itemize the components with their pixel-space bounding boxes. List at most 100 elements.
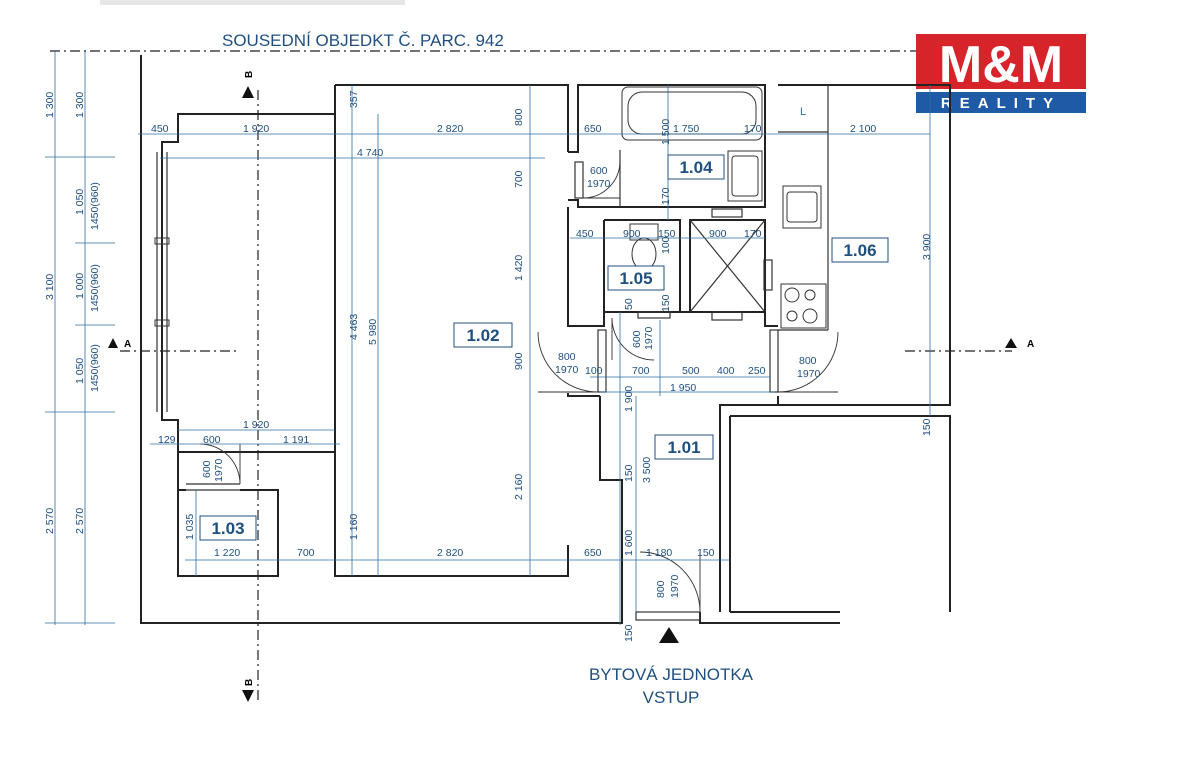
dim-1920b: 1 920 [243, 419, 269, 431]
dim-hall-1: 100 [585, 365, 603, 377]
door-1.02-h: 1970 [555, 364, 579, 376]
logo-subbrand: REALITY [941, 95, 1061, 112]
dim-bottom-4: 650 [584, 547, 602, 559]
dim-bottom-6: 150 [697, 547, 715, 559]
section-b-arrow-top [242, 86, 254, 98]
section-a-arrow-left [108, 338, 118, 348]
wc-toilet-tank [629, 223, 659, 241]
door-swing-1.06 [777, 331, 839, 393]
dim-v-3500: 3 500 [641, 457, 653, 483]
dim-wc-5: 170 [744, 228, 762, 240]
dim-v-150-wc: 150 [660, 294, 672, 312]
dim-hall-5: 250 [748, 365, 766, 377]
dim-v-170: 170 [660, 187, 672, 205]
dim-top-1: 450 [151, 123, 169, 135]
dim-bottom-1: 1 220 [214, 547, 240, 559]
room-1.04-walls [568, 84, 766, 208]
dim-v-1600: 1 600 [623, 530, 635, 556]
dim-window-2: 1450(960) [89, 264, 101, 312]
neighbor-label: SOUSEDNÍ OBJEDKT Č. PARC. 942 [222, 31, 504, 50]
shaft-cross-2 [689, 219, 766, 313]
section-a-arrow-right [1005, 338, 1017, 348]
kitchen-sink [782, 185, 822, 229]
dim-v-150-right: 150 [921, 418, 933, 436]
dim-left-inner-3: 1 000 [74, 273, 86, 299]
room-1.06-label: 1.06 [843, 241, 876, 260]
dim-v-5980: 5 980 [367, 319, 379, 345]
door-1.03-h: 1970 [213, 458, 225, 482]
room-1.02-walls-c [567, 207, 600, 327]
dim-v-150-hall: 150 [623, 464, 635, 482]
entrance-arrow [659, 627, 679, 643]
dim-top-4: 650 [584, 123, 602, 135]
dim-left-inner-4: 1 050 [74, 358, 86, 384]
dim-bottom-2: 700 [297, 547, 315, 559]
room-1.02-box [453, 322, 513, 348]
door-1.02-w: 800 [558, 351, 576, 363]
door-swing-1.04 [582, 160, 621, 199]
door-frame-7 [635, 611, 701, 621]
room-1.04-label: 1.04 [679, 158, 713, 177]
window-mullion-2 [154, 319, 170, 327]
door-swing-entrance [639, 551, 701, 613]
room-1.05-label: 1.05 [619, 269, 652, 288]
section-a-label-left: A [124, 339, 131, 350]
door-frame-6 [637, 311, 671, 319]
door-frame-2 [597, 329, 607, 393]
entrance-label-line2: VSTUP [643, 688, 700, 707]
room-1.01-walls [600, 311, 778, 327]
door-frame-4 [711, 208, 743, 218]
room-1.02-walls-d [567, 393, 600, 397]
door-1.04-h: 1970 [587, 178, 611, 190]
room-1.06-box [831, 237, 889, 263]
room-1.02-walls-b [334, 85, 569, 577]
room-1.01-box [654, 434, 714, 460]
right-lower-wall [730, 415, 951, 612]
kitchen-sink-inner [786, 191, 818, 223]
room-1.05-box [607, 265, 665, 291]
dim-top-3: 2 820 [437, 123, 463, 135]
door-frame-5 [711, 311, 743, 321]
dim-top-5: 1 750 [673, 123, 699, 135]
door-1.06-w: 800 [799, 355, 817, 367]
outer-wall-right [699, 612, 840, 624]
dim-v-150-entry: 150 [623, 624, 635, 642]
dim-left-outer-2: 3 100 [44, 274, 56, 300]
bath-sink-inner [731, 155, 759, 197]
dim-hall-4: 400 [717, 365, 735, 377]
room-1.03-box [199, 515, 257, 541]
dim-left-inner-1: 1 300 [74, 92, 86, 118]
dim-left-outer-1: 1 300 [44, 92, 56, 118]
dim-storage-1: 129 [158, 434, 176, 446]
dim-bottom-3: 2 820 [437, 547, 463, 559]
door-1.05-h: 1970 [643, 326, 655, 350]
dim-v-3900: 3 900 [921, 234, 933, 260]
room-1.03-label: 1.03 [211, 519, 244, 538]
logo: M&M REALITY [916, 34, 1086, 113]
hall-lower-right [719, 396, 779, 612]
room-1.02-walls [335, 84, 569, 152]
dim-window-1: 1450(960) [89, 182, 101, 230]
door-swing-1.03 [199, 443, 241, 485]
section-b-arrow-bottom [242, 690, 254, 702]
door-1.03-w: 600 [201, 460, 213, 478]
dim-window-3: 1450(960) [89, 344, 101, 392]
door-frame-3 [769, 329, 779, 393]
door-entrance-h: 1970 [669, 574, 681, 598]
dim-top-7: 2 100 [850, 123, 876, 135]
door-swing-1.02 [537, 331, 599, 393]
left-room-walls [161, 113, 335, 453]
section-a-label-right: A [1027, 339, 1034, 350]
logo-brand: M&M [939, 36, 1063, 94]
window-mullion-1 [154, 237, 170, 245]
door-1.04-w: 600 [590, 165, 608, 177]
dim-1950: 1 950 [670, 382, 696, 394]
dim-left-inner-2: 1 050 [74, 189, 86, 215]
room-1.02-label: 1.02 [466, 326, 499, 345]
dim-wc-1: 450 [576, 228, 594, 240]
dim-v-1160: 1 160 [348, 514, 360, 540]
dim-v-2160: 2 160 [513, 474, 525, 500]
dim-wc-2: 900 [623, 228, 641, 240]
section-b-label-top: B [244, 71, 255, 78]
